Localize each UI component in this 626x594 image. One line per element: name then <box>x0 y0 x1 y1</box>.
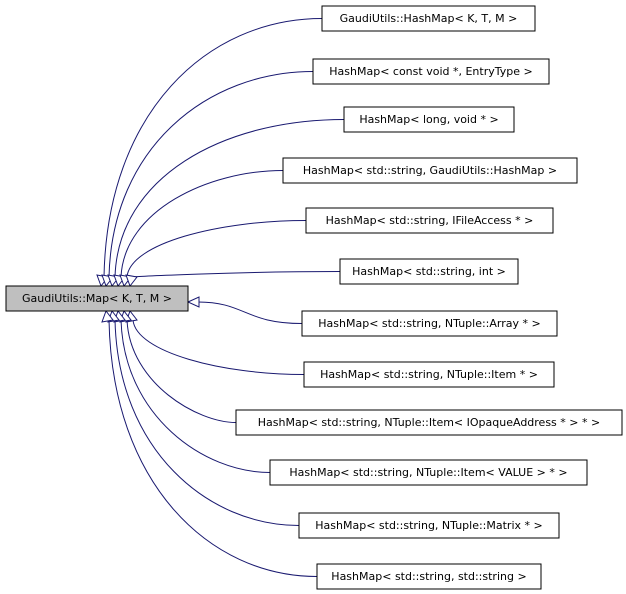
derived-class-label: HashMap< std::string, NTuple::Array * > <box>318 317 540 330</box>
derived-class-label: HashMap< std::string, NTuple::Item< IOpa… <box>258 416 600 429</box>
inheritance-edge <box>132 319 305 375</box>
class-nodes: GaudiUtils::Map< K, T, M > GaudiUtils::H… <box>5 5 623 590</box>
derived-class-box <box>269 459 588 486</box>
inheritance-edge <box>114 119 345 278</box>
inheritance-edge <box>103 18 323 278</box>
derived-class-label: HashMap< long, void * > <box>359 113 498 126</box>
derived-class-label: HashMap< std::string, IFileAccess * > <box>326 214 534 227</box>
derived-class-node[interactable]: HashMap< std::string, IFileAccess * > <box>305 207 554 234</box>
inheritance-edge <box>108 319 318 577</box>
derived-class-label: HashMap< const void *, EntryType > <box>329 65 532 78</box>
derived-class-node[interactable]: HashMap< std::string, NTuple::Array * > <box>301 310 558 337</box>
derived-class-node[interactable]: GaudiUtils::HashMap< K, T, M > <box>321 5 536 32</box>
derived-class-node[interactable]: HashMap< std::string, int > <box>339 258 519 285</box>
derived-class-box <box>303 361 555 388</box>
derived-class-node[interactable]: HashMap< std::string, NTuple::Item< VALU… <box>269 459 588 486</box>
derived-class-node[interactable]: HashMap< const void *, EntryType > <box>312 58 550 85</box>
inheritance-arrowhead <box>125 274 138 288</box>
inheritance-edge <box>108 71 314 278</box>
derived-class-node[interactable]: HashMap< std::string, std::string > <box>316 563 542 590</box>
derived-class-box <box>316 563 542 590</box>
derived-class-box <box>301 310 558 337</box>
derived-class-box <box>343 106 515 133</box>
derived-class-box <box>282 157 578 184</box>
derived-class-label: HashMap< std::string, int > <box>352 265 506 278</box>
derived-class-label: HashMap< std::string, std::string > <box>331 570 526 583</box>
inheritance-edge <box>126 220 307 278</box>
inheritance-edge <box>126 319 237 423</box>
inheritance-arrowhead <box>186 296 200 308</box>
derived-class-label: HashMap< std::string, GaudiUtils::HashMa… <box>303 164 557 177</box>
derived-class-node[interactable]: HashMap< std::string, NTuple::Matrix * > <box>298 512 560 539</box>
derived-class-box <box>298 512 560 539</box>
derived-class-label: HashMap< std::string, NTuple::Item< VALU… <box>289 466 567 479</box>
derived-class-node[interactable]: HashMap< std::string, GaudiUtils::HashMa… <box>282 157 578 184</box>
inheritance-edge <box>120 319 271 473</box>
derived-class-node[interactable]: HashMap< std::string, NTuple::Item< IOpa… <box>235 409 623 436</box>
derived-class-label: HashMap< std::string, NTuple::Item * > <box>320 368 538 381</box>
inheritance-arrowhead <box>101 309 114 323</box>
derived-class-node[interactable]: HashMap< std::string, NTuple::Item * > <box>303 361 555 388</box>
base-class-node[interactable]: GaudiUtils::Map< K, T, M > <box>5 285 189 312</box>
inheritance-edge <box>120 170 284 278</box>
derived-class-box <box>321 5 536 32</box>
derived-class-box <box>339 258 519 285</box>
derived-class-label: HashMap< std::string, NTuple::Matrix * > <box>315 519 542 532</box>
inheritance-edge <box>132 271 341 278</box>
inheritance-edge <box>114 319 300 526</box>
inheritance-edges <box>96 18 345 577</box>
inheritance-edge <box>197 301 303 324</box>
derived-class-box <box>312 58 550 85</box>
derived-class-box <box>235 409 623 436</box>
derived-class-label: GaudiUtils::HashMap< K, T, M > <box>340 12 518 25</box>
derived-class-node[interactable]: HashMap< long, void * > <box>343 106 515 133</box>
derived-class-box <box>305 207 554 234</box>
base-class-label: GaudiUtils::Map< K, T, M > <box>22 292 172 305</box>
